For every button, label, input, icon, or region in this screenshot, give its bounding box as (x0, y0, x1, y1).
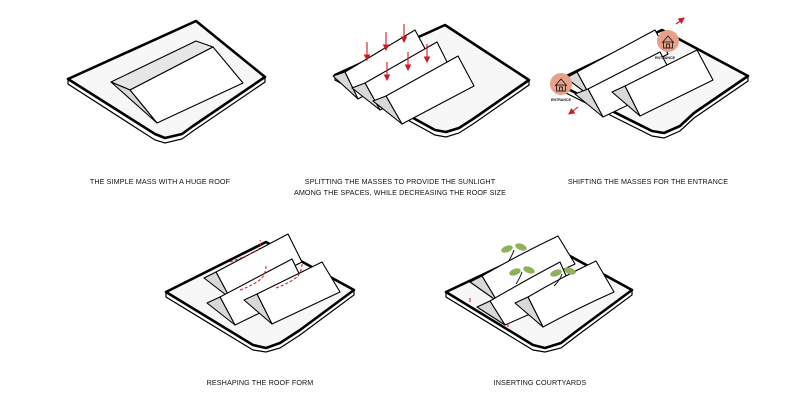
caption-step-5: INSERTING COURTYARDS (493, 378, 587, 387)
platform-thickness (553, 76, 749, 139)
caption-step-4: RESHAPING THE ROOF FORM (206, 378, 314, 387)
mass-middle-gable (574, 88, 604, 118)
step-3-diagram: ENTRANCE ENTRANCE (550, 17, 750, 139)
mass-middle-gable (206, 296, 236, 326)
mass-middle-gable (351, 82, 381, 111)
red-marks (469, 298, 509, 327)
courtyard-trees (501, 243, 576, 287)
platform-thickness (165, 290, 355, 353)
sunlight-arrows (363, 24, 431, 82)
mass-front-gable (611, 85, 641, 117)
caption-step-2: SPLITTING THE MASSES TO PROVIDE THE SUNL… (293, 177, 507, 197)
plant-icon (501, 243, 527, 263)
step-4-diagram (164, 233, 356, 353)
mass-middle-gable (476, 300, 506, 326)
reshaped-roof-lines (229, 239, 303, 291)
house-icon (661, 35, 675, 49)
plant-icon (550, 267, 576, 287)
mass-front-gable (372, 95, 403, 125)
caption-step-1: THE SIMPLE MASS WITH A HUGE ROOF (89, 177, 231, 186)
platform-thickness (67, 77, 266, 144)
mass-front-gable (243, 293, 273, 325)
step-2-diagram (332, 23, 531, 138)
mass-back-gable (469, 275, 498, 302)
mass-back-gable (332, 71, 359, 100)
plant-icon (509, 266, 535, 285)
mass-front-front (527, 260, 615, 328)
step-1-diagram (66, 19, 267, 144)
caption-step-3: SHIFTING THE MASSES FOR THE ENTRANCE (567, 177, 729, 186)
house-icon (554, 78, 568, 92)
entrance-badge-top: ENTRANCE (655, 17, 685, 60)
mass-back-gable (203, 271, 231, 299)
step-5-diagram (444, 235, 634, 353)
entrance-badge-left: ENTRANCE (550, 73, 579, 115)
entrance-label-left: ENTRANCE (551, 98, 572, 102)
entrance-label-top: ENTRANCE (655, 56, 676, 60)
main-roof-side (110, 81, 158, 124)
platform-thickness (445, 290, 633, 353)
mass-front-gable (514, 296, 544, 328)
